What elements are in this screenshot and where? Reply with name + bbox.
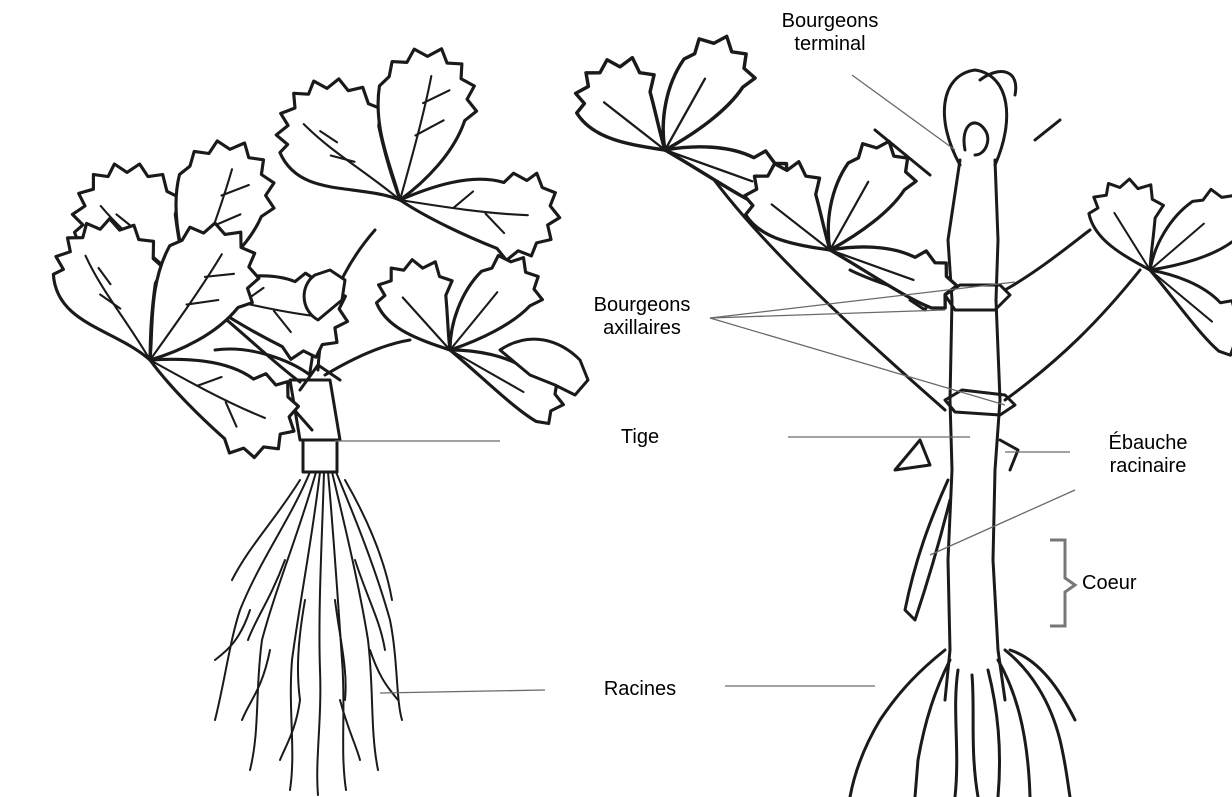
label-bourgeons-terminal: Bourgeons terminal xyxy=(760,10,900,56)
label-bourgeons-terminal-line2: terminal xyxy=(760,33,900,56)
label-bourgeons-terminal-line1: Bourgeons xyxy=(760,10,900,33)
label-bourgeons-axillaires-line2: axillaires xyxy=(568,317,716,340)
label-bourgeons-axillaires: Bourgeons axillaires xyxy=(568,294,716,340)
label-ebauche-racinaire-line2: racinaire xyxy=(1064,455,1232,478)
left-plant-drawing xyxy=(18,38,588,795)
left-plant-roots xyxy=(215,472,402,795)
label-ebauche-racinaire-line1: Ébauche xyxy=(1064,432,1232,455)
label-coeur: Coeur xyxy=(1082,572,1182,595)
label-tige: Tige xyxy=(600,426,680,449)
right-plant-roots xyxy=(850,650,1075,797)
label-racines: Racines xyxy=(570,678,710,701)
label-ebauche-racinaire: Ébauche racinaire xyxy=(1064,432,1232,478)
label-bourgeons-axillaires-line1: Bourgeons xyxy=(568,294,716,317)
